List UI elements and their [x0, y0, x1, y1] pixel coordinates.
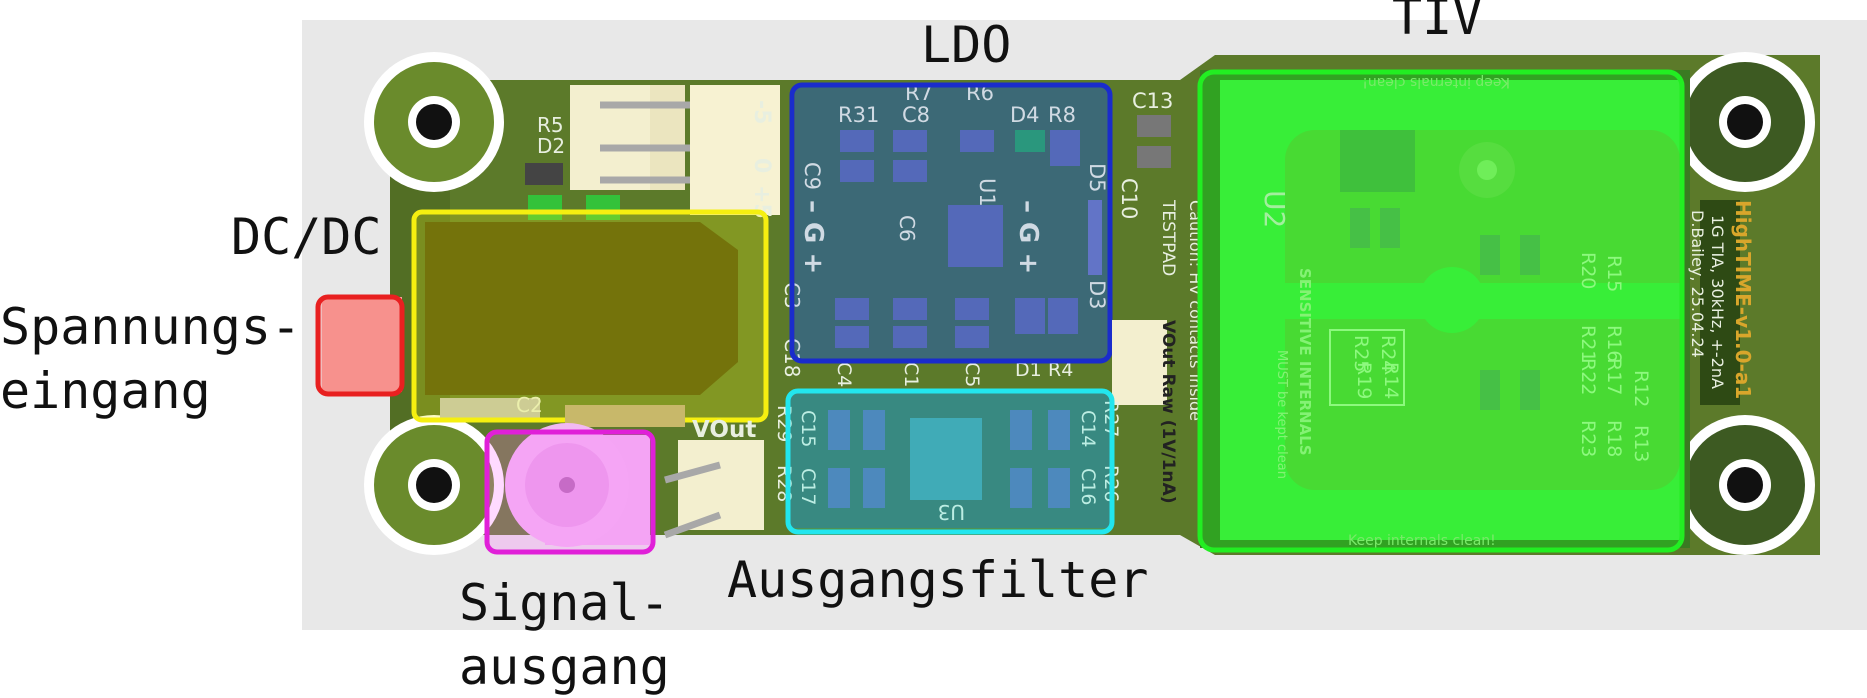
label-input-line1: Spannungs-: [0, 298, 302, 356]
silk-must-clean: MUST be kept clean: [1274, 350, 1289, 479]
signal-highlight-box: [484, 429, 656, 555]
label-ldo: LDO: [921, 16, 1012, 74]
silk-r22: R22: [1577, 358, 1599, 395]
silk-d1: D1: [1015, 359, 1042, 381]
component-green-1: [528, 195, 562, 220]
sma-connector: [505, 423, 650, 547]
pin-label-minus5: -5: [749, 100, 774, 124]
silk-c4: C4: [833, 362, 855, 387]
silk-c2: C2: [516, 393, 543, 417]
silk-r18: R18: [1603, 420, 1625, 457]
vout-pin-2: [663, 511, 722, 539]
tiv-highlight-box: [1197, 69, 1685, 553]
silk-r17: R17: [1603, 358, 1625, 395]
silk-r21: R21: [1577, 325, 1599, 362]
silk-keep-bottom: Keep internals clean!: [1348, 533, 1496, 549]
silk-vout-raw: VOut Raw (1V/1nA): [1158, 320, 1178, 503]
silk-d5: D5: [1085, 163, 1109, 193]
silk-r8: R8: [1048, 103, 1076, 127]
silk-sensitive: SENSITIVE INTERNALS: [1296, 268, 1314, 456]
component-c2: [440, 398, 540, 420]
silk-c1: C1: [900, 362, 922, 387]
vout-pin-1: [664, 461, 721, 484]
ldo-components: [835, 130, 1102, 348]
silk-c9: C9: [800, 162, 824, 190]
silk-g-right: – G +: [1013, 200, 1043, 274]
silk-keep-top: Keep internals clean!: [1362, 74, 1510, 90]
silk-c16: C16: [1077, 468, 1099, 505]
tiv-components: [1285, 130, 1680, 490]
silk-r13: R13: [1630, 425, 1652, 462]
vout-connector: [678, 440, 764, 530]
ldo-highlight-box: [789, 82, 1113, 364]
silk-c17: C17: [797, 468, 819, 505]
silk-r31: R31: [838, 103, 879, 127]
mounting-hole-bottom-left: [364, 415, 504, 555]
input-connector: [322, 297, 402, 392]
vout-pads: [565, 405, 685, 427]
silk-d4: D4: [1010, 103, 1040, 127]
silk-vout: VOut: [692, 417, 756, 443]
board-marking-bg: [1700, 200, 1740, 405]
label-dcdc: DC/DC: [231, 208, 382, 266]
silk-c15: C15: [797, 410, 819, 447]
component-c13: [1137, 115, 1171, 137]
label-output-filter: Ausgangsfilter: [727, 551, 1149, 609]
silk-r14: R14: [1380, 362, 1402, 399]
filter-components: [828, 410, 1070, 508]
silk-r16: R16: [1603, 325, 1625, 362]
silk-r12: R12: [1630, 370, 1652, 407]
component-green-2: [586, 195, 620, 220]
silk-c13: C13: [1132, 89, 1173, 113]
silk-u3: U3: [938, 500, 965, 524]
silk-u2: U2: [1258, 190, 1291, 228]
silk-d2: D2: [537, 134, 565, 158]
power-header: [570, 85, 780, 215]
silk-r24: R24: [1377, 335, 1399, 372]
silk-r5: R5: [537, 113, 564, 137]
silk-r19: R19: [1353, 362, 1375, 399]
silk-board-spec: 1G TIA, 30kHz, +-2nA: [1708, 215, 1727, 389]
silk-u1: U1: [975, 178, 999, 207]
silk-c5: C5: [961, 362, 983, 387]
silk-r15: R15: [1603, 255, 1625, 292]
dcdc-module: [425, 222, 738, 395]
pin-label-zero: 0: [749, 158, 774, 173]
input-highlight-box: [315, 294, 405, 397]
silk-r20: R20: [1577, 252, 1599, 289]
silk-d3: D3: [1085, 280, 1109, 310]
silk-r4: R4: [1048, 359, 1073, 381]
silk-r23: R23: [1577, 420, 1599, 457]
silk-c8: C8: [902, 103, 930, 127]
component-d2: [525, 163, 563, 185]
mounting-hole-top-right: [1675, 52, 1815, 192]
silk-r25: R25: [1350, 335, 1372, 372]
mounting-hole-bottom-right: [1675, 415, 1815, 555]
label-tiv: TIV: [1392, 0, 1483, 46]
label-input-line2: eingang: [0, 362, 211, 420]
silk-testpad: TESTPAD: [1158, 199, 1178, 276]
label-signal-line1: Signal-: [459, 574, 670, 632]
silk-board-name: HighTIME-v1.0-a1: [1731, 200, 1755, 399]
filter-highlight-box: [785, 388, 1115, 535]
label-signal-line2: ausgang: [459, 638, 670, 696]
silk-c6: C6: [895, 215, 919, 242]
mounting-hole-top-left: [364, 52, 504, 192]
silk-g-left: – G +: [798, 200, 828, 274]
silk-c10: C10: [1117, 178, 1141, 219]
component-c10: [1137, 146, 1171, 168]
dcdc-highlight-box: [411, 209, 769, 423]
silk-board-author: D.Bailey, 25.04.24: [1688, 210, 1707, 358]
vout-raw-connector: [1112, 320, 1167, 405]
silk-c14: C14: [1077, 410, 1099, 447]
